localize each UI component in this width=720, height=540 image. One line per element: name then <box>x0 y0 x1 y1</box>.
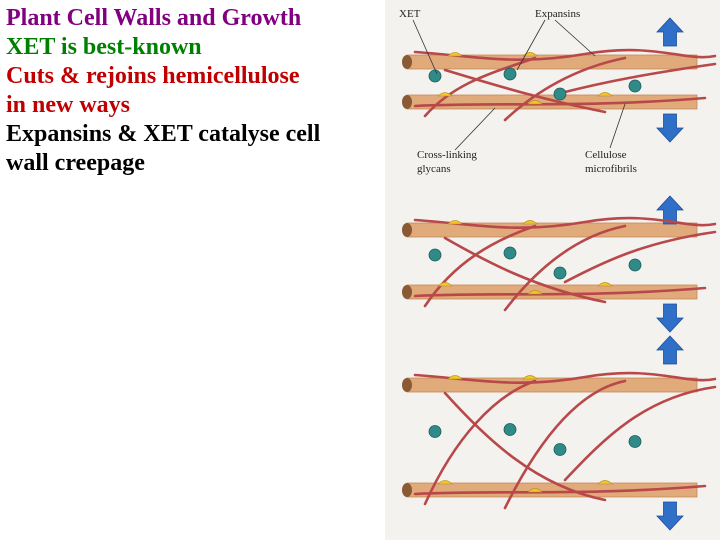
cell-wall-diagram-svg: XET Expansins Cross-linking glycans Cell… <box>399 8 717 531</box>
cross-linking-glycan <box>423 379 537 506</box>
xet-enzyme <box>503 67 517 81</box>
xet-enzyme <box>428 69 442 83</box>
slide-text-block: Plant Cell Walls and Growth XET is best-… <box>6 4 386 178</box>
cross-linking-glycan <box>413 286 707 298</box>
expansin-protein <box>447 52 463 57</box>
microfibril-end <box>402 95 412 109</box>
expansin-protein <box>447 375 463 380</box>
expansin-protein <box>522 220 538 225</box>
cross-linking-glycan <box>413 371 717 385</box>
cross-linking-glycan <box>413 216 717 230</box>
expansin-protein <box>597 282 613 287</box>
label-expansins: Expansins <box>535 8 580 20</box>
cross-linking-glycan <box>413 484 707 496</box>
label-cellulose: Cellulose <box>585 149 627 161</box>
label-leader-lines <box>412 19 626 151</box>
microfibril-end <box>402 378 412 392</box>
xet-enzyme <box>628 258 642 272</box>
cross-linking-glycan <box>563 385 717 482</box>
cross-linking-glycan <box>443 391 607 502</box>
diagram-panels <box>402 17 717 531</box>
xet-enzyme <box>503 246 517 260</box>
cross-linking-glycan <box>503 379 627 510</box>
arrow-down-icon <box>656 303 684 333</box>
arrow-up-icon <box>656 195 684 225</box>
arrow-down-icon <box>656 501 684 531</box>
arrow-down-icon <box>656 113 684 143</box>
microfibril-end <box>402 223 412 237</box>
cross-linking-glycan <box>503 56 627 122</box>
microfibril-end <box>402 285 412 299</box>
cross-linking-glycan <box>413 96 707 108</box>
expansin-protein <box>447 220 463 225</box>
cross-linking-glycan <box>443 68 607 114</box>
cross-linking-glycan <box>413 48 717 62</box>
expansin-protein <box>597 480 613 485</box>
cell-wall-diagram: XET Expansins Cross-linking glycans Cell… <box>385 0 720 540</box>
cross-linking-glycan <box>503 224 627 312</box>
label-glycans: glycans <box>417 163 451 175</box>
xet-enzyme <box>553 443 567 456</box>
xet-enzyme <box>553 266 567 280</box>
bullet-expansins-line-2: wall creepage <box>6 150 145 176</box>
xet-enzyme <box>628 79 642 93</box>
cross-linking-glycan <box>443 236 607 304</box>
expansin-protein <box>437 282 453 287</box>
arrow-up-icon <box>656 17 684 47</box>
expansin-protein <box>527 290 543 295</box>
expansin-protein <box>522 375 538 380</box>
slide-title: Plant Cell Walls and Growth <box>6 5 302 31</box>
expansin-protein <box>437 92 453 97</box>
xet-enzyme <box>628 435 642 448</box>
bullet-cuts-line-2: in new ways <box>6 92 131 118</box>
cross-linking-glycan <box>563 62 717 94</box>
xet-enzyme <box>428 248 442 262</box>
xet-enzyme <box>553 87 567 101</box>
label-cross-linking: Cross-linking <box>417 149 477 161</box>
bullet-xet: XET is best-known <box>6 34 202 60</box>
microfibril-end <box>402 483 412 497</box>
xet-enzyme <box>428 425 442 438</box>
microfibril-end <box>402 55 412 69</box>
bullet-cuts-line-1: Cuts & rejoins hemicellulose <box>6 63 300 89</box>
bullet-expansins-line-1: Expansins & XET catalyse cell <box>6 121 321 147</box>
expansin-protein <box>527 488 543 493</box>
cross-linking-glycan <box>563 230 717 284</box>
expansin-protein <box>437 480 453 485</box>
expansin-protein <box>597 92 613 97</box>
expansin-protein <box>527 100 543 105</box>
label-microfibrils: microfibrils <box>585 163 637 175</box>
xet-enzyme <box>503 423 517 436</box>
arrow-up-icon <box>656 335 684 365</box>
label-xet: XET <box>399 8 421 20</box>
